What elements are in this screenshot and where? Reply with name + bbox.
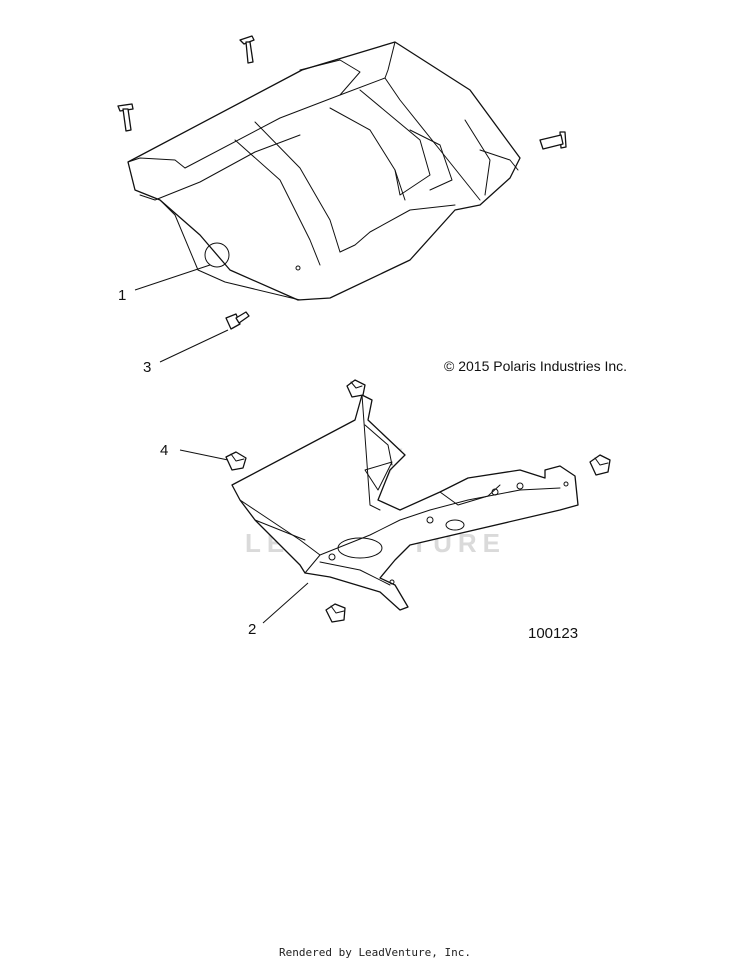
leader-line-2 (262, 582, 309, 624)
nut-right[interactable] (589, 454, 611, 476)
callout-2[interactable]: 2 (248, 621, 256, 638)
nut-bottom[interactable] (325, 603, 346, 623)
nut-item-4[interactable] (225, 451, 247, 471)
screw-top[interactable] (239, 35, 255, 64)
part-bracket[interactable] (231, 394, 579, 611)
leader-line-3 (159, 329, 229, 363)
callout-1[interactable]: 1 (118, 287, 126, 304)
rendered-by-footer: Rendered by LeadVenture, Inc. (278, 946, 472, 959)
copyright-notice: © 2015 Polaris Industries Inc. (444, 358, 627, 374)
screw-left[interactable] (117, 103, 134, 132)
screw-right[interactable] (539, 131, 567, 150)
callout-3[interactable]: 3 (143, 359, 151, 376)
leader-line-1 (134, 264, 211, 291)
leader-line-4 (179, 449, 229, 461)
screw-item-3[interactable] (225, 311, 250, 330)
diagram-id: 100123 (528, 625, 578, 642)
callout-4[interactable]: 4 (160, 442, 168, 459)
part-cover[interactable] (127, 41, 521, 301)
nut-top[interactable] (346, 379, 366, 398)
